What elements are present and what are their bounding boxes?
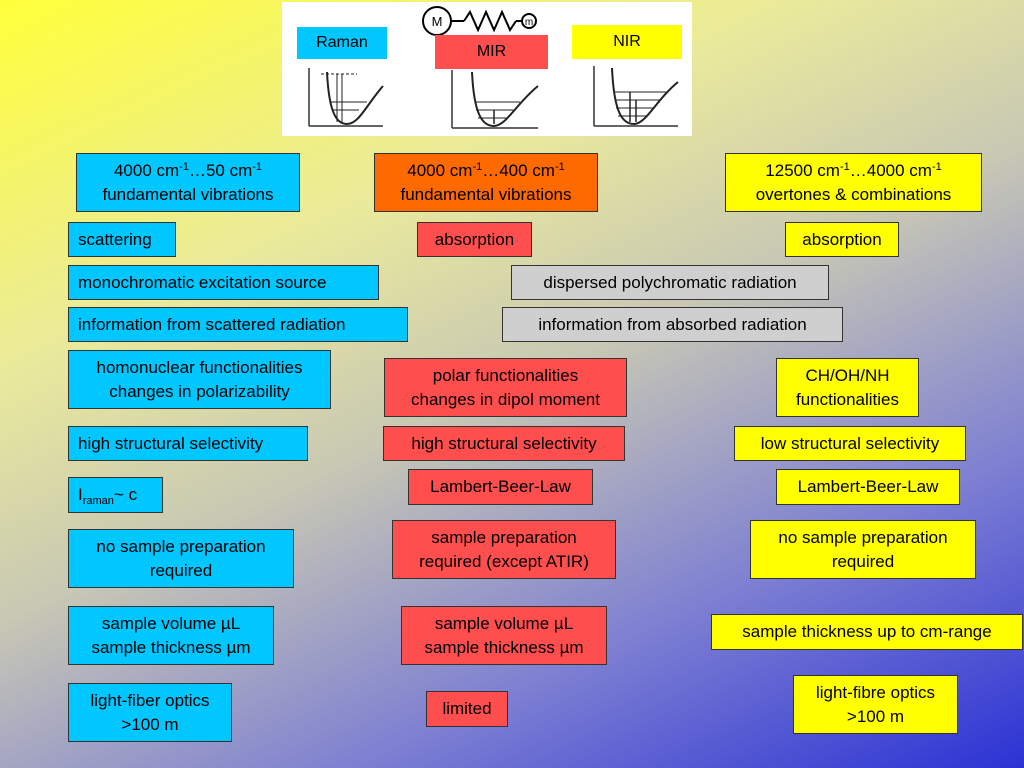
- nir-functionalities-box: CH/OH/NH functionalities: [776, 358, 919, 417]
- nir-preparation-line-1: no sample preparation: [778, 527, 948, 547]
- nir-preparation-line-2: required: [831, 551, 895, 571]
- mir-process-box: absorption: [417, 222, 532, 257]
- mir-functionalities-line-2: changes in dipol moment: [410, 389, 600, 409]
- spectroscopy-header-figure: M m Raman MIR NIR: [282, 2, 692, 136]
- shared-information-box: information from absorbed radiation: [502, 307, 843, 342]
- raman-intensity-box: Iraman~ c: [68, 477, 163, 513]
- raman-fiber-box: light-fiber optics >100 m: [68, 683, 232, 742]
- small-mass-icon: [521, 13, 537, 29]
- mir-fiber-box: limited: [426, 691, 508, 727]
- mir-volume-line-2: sample thickness µm: [424, 637, 584, 657]
- nir-functionalities-line-1: CH/OH/NH: [805, 365, 890, 385]
- mir-volume-line-1: sample volume µL: [434, 613, 574, 633]
- nir-law-box: Lambert-Beer-Law: [776, 469, 960, 505]
- mir-range-box: 4000 cm-1…400 cm-1 fundamental vibration…: [374, 153, 598, 212]
- nir-selectivity-box: low structural selectivity: [734, 426, 966, 461]
- shared-source-box: dispersed polychromatic radiation: [511, 265, 829, 300]
- mir-law-box: Lambert-Beer-Law: [408, 469, 593, 505]
- raman-preparation-line-2: required: [149, 560, 213, 580]
- mass-spring-diagram: M m: [422, 6, 537, 36]
- mir-range-desc: fundamental vibrations: [400, 184, 572, 204]
- raman-range-box: 4000 cm-1…50 cm-1 fundamental vibrations: [76, 153, 300, 212]
- raman-range-line: 4000 cm-1…50 cm-1: [113, 160, 263, 180]
- nir-fiber-box: light-fibre optics >100 m: [793, 675, 958, 734]
- nir-header-label: NIR: [572, 25, 682, 59]
- nir-fiber-line-2: >100 m: [846, 706, 905, 726]
- raman-fiber-line-2: >100 m: [121, 714, 179, 734]
- mir-volume-box: sample volume µL sample thickness µm: [401, 606, 607, 665]
- nir-fiber-line-1: light-fibre optics: [815, 682, 936, 702]
- mir-functionalities-line-1: polar functionalities: [432, 365, 579, 385]
- nir-range-desc: overtones & combinations: [755, 184, 952, 204]
- mir-preparation-line-2: required (except ATIR): [419, 551, 589, 571]
- mir-potential-well-icon: [451, 70, 539, 129]
- raman-range-desc: fundamental vibrations: [102, 184, 274, 204]
- raman-functionalities-box: homonuclear functionalities changes in p…: [68, 350, 331, 409]
- raman-fiber-line-1: light-fiber optics: [90, 690, 210, 710]
- mir-preparation-line-1: sample preparation: [431, 527, 577, 547]
- raman-volume-box: sample volume µL sample thickness µm: [68, 606, 274, 665]
- mir-preparation-box: sample preparation required (except ATIR…: [392, 520, 616, 579]
- nir-potential-well-icon: [593, 66, 679, 127]
- raman-potential-well-icon: [308, 68, 384, 127]
- mir-selectivity-box: high structural selectivity: [383, 426, 625, 461]
- raman-intensity-formula: Iraman~ c: [78, 485, 138, 507]
- nir-range-line: 12500 cm-1…4000 cm-1: [765, 160, 942, 180]
- raman-functionalities-line-2: changes in polarizability: [109, 381, 290, 401]
- mir-header-label: MIR: [435, 35, 548, 69]
- large-mass-label: M: [432, 14, 443, 29]
- nir-functionalities-line-2: functionalities: [795, 389, 899, 409]
- mir-range-line: 4000 cm-1…400 cm-1: [407, 160, 565, 180]
- nir-thickness-box: sample thickness up to cm-range: [711, 614, 1023, 650]
- raman-header-label: Raman: [297, 27, 387, 59]
- raman-functionalities-line-1: homonuclear functionalities: [96, 357, 303, 377]
- mir-functionalities-box: polar functionalities changes in dipol m…: [384, 358, 627, 417]
- nir-process-box: absorption: [785, 222, 899, 257]
- nir-preparation-box: no sample preparation required: [750, 520, 976, 579]
- nir-range-box: 12500 cm-1…4000 cm-1 overtones & combina…: [725, 153, 982, 212]
- spring-icon: [463, 9, 517, 33]
- raman-preparation-box: no sample preparation required: [68, 529, 294, 588]
- raman-volume-line-1: sample volume µL: [101, 613, 241, 633]
- small-mass-label: m: [525, 17, 533, 28]
- raman-preparation-line-1: no sample preparation: [96, 536, 266, 556]
- raman-selectivity-box: high structural selectivity: [68, 426, 308, 461]
- raman-source-box: monochromatic excitation source: [68, 265, 379, 300]
- raman-volume-line-2: sample thickness µm: [91, 637, 251, 657]
- raman-process-box: scattering: [68, 222, 176, 257]
- raman-information-box: information from scattered radiation: [68, 307, 408, 342]
